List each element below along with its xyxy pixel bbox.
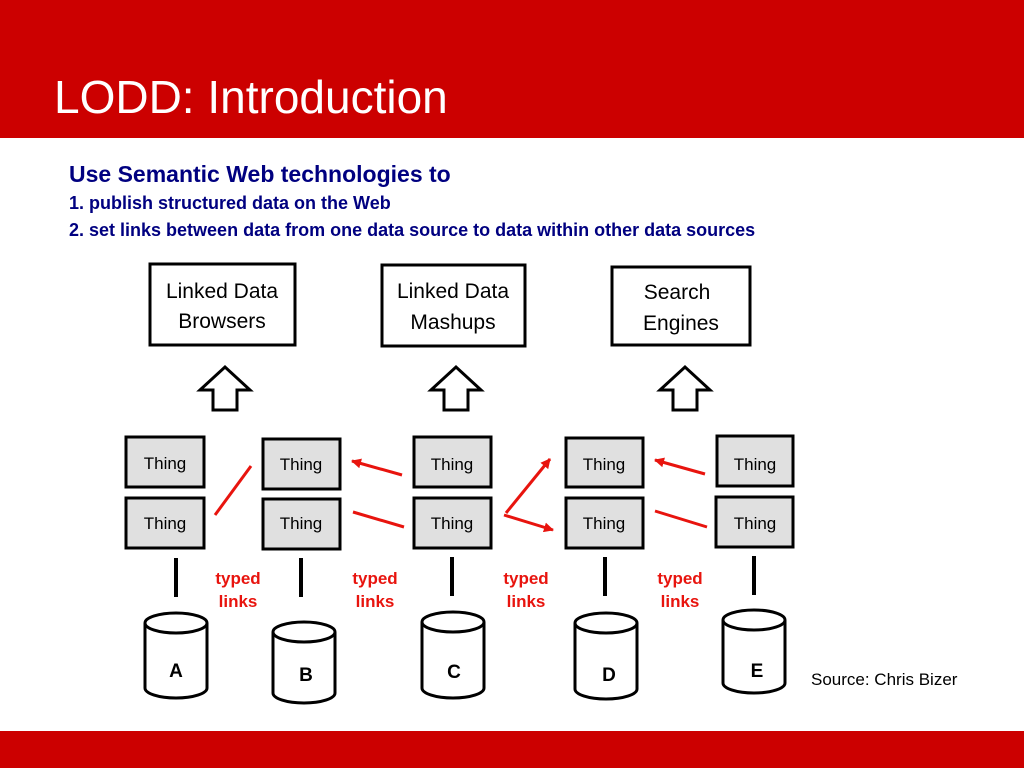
intro-item-publish: 1. publish structured data on the Web: [69, 193, 391, 213]
link-arrow-icon: [504, 458, 552, 514]
thing-label: Thing: [144, 514, 187, 533]
thing-box: Thing: [412, 435, 493, 489]
title-banner: [0, 0, 1024, 138]
thing-label: Thing: [734, 514, 777, 533]
database-icon: D: [573, 611, 639, 701]
link-line: [654, 509, 708, 529]
app-label-line2: Engines: [643, 312, 719, 335]
thing-box: Thing: [564, 436, 645, 489]
app-box-mashups: Linked Data Mashups: [380, 263, 527, 348]
app-label-line1: Search: [644, 281, 711, 304]
thing-label: Thing: [280, 455, 323, 474]
app-box-browsers: Linked Data Browsers: [148, 262, 297, 347]
typed-links-line1: typed: [657, 569, 702, 588]
thing-label: Thing: [431, 514, 474, 533]
thing-label: Thing: [280, 514, 323, 533]
intro-text: Use Semantic Web technologies to 1. publ…: [69, 158, 755, 244]
app-box-search-engines: Search Engines: [610, 265, 752, 347]
thing-label: Thing: [734, 455, 777, 474]
app-label-line2: Browsers: [178, 310, 266, 333]
thing-label: Thing: [431, 455, 474, 474]
thing-box: Thing: [715, 434, 795, 488]
typed-links-line1: typed: [352, 569, 397, 588]
thing-box: Thing: [124, 435, 206, 489]
link-arrow-icon: [654, 457, 706, 476]
database-icon: E: [721, 608, 787, 695]
up-arrow-icon: [196, 364, 254, 412]
database-icon: B: [271, 620, 337, 705]
typed-links-line1: typed: [503, 569, 548, 588]
database-icon: C: [420, 610, 486, 700]
typed-links-line1: typed: [215, 569, 260, 588]
slide-title: LODD: Introduction: [54, 71, 448, 123]
typed-links-line2: links: [219, 592, 258, 611]
thing-label: Thing: [144, 454, 187, 473]
database-label-d: D: [602, 665, 616, 686]
link-line: [213, 465, 253, 516]
thing-label: Thing: [583, 455, 626, 474]
typed-links-line2: links: [507, 592, 546, 611]
link-line: [352, 510, 405, 529]
up-arrow-icon: [656, 364, 714, 412]
thing-box: Thing: [124, 496, 206, 550]
app-label-line1: Linked Data: [397, 280, 509, 303]
thing-box: Thing: [714, 495, 795, 549]
footer-banner: [0, 731, 1024, 768]
thing-box: Thing: [412, 496, 493, 550]
database-label-c: C: [447, 662, 461, 683]
source-credit: Source: Chris Bizer: [811, 670, 958, 689]
link-arrow-icon: [351, 458, 403, 477]
thing-label: Thing: [583, 514, 626, 533]
database-icon: A: [143, 611, 209, 700]
database-label-b: B: [299, 665, 313, 686]
typed-links-line2: links: [661, 592, 700, 611]
thing-box: Thing: [261, 497, 342, 551]
up-arrow-icon: [427, 364, 485, 412]
intro-item-links: 2. set links between data from one data …: [69, 220, 756, 240]
database-label-a: A: [169, 661, 183, 682]
typed-links-line2: links: [356, 592, 395, 611]
app-label-line1: Linked Data: [166, 280, 278, 303]
link-arrow-icon: [503, 513, 554, 533]
app-label-line2: Mashups: [410, 311, 495, 334]
intro-heading: Use Semantic Web technologies to: [69, 161, 451, 187]
thing-box: Thing: [261, 437, 342, 491]
database-label-e: E: [751, 661, 764, 682]
thing-box: Thing: [564, 496, 645, 550]
